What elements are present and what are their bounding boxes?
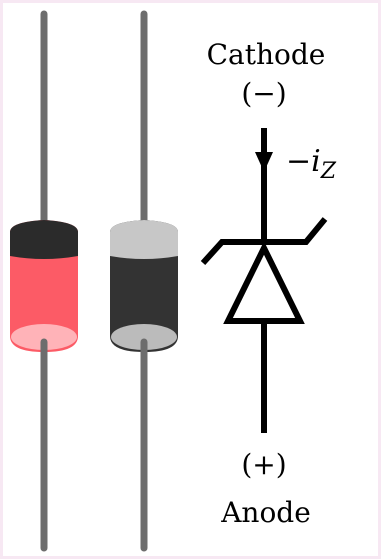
current-label: −iZ	[286, 144, 337, 184]
zener-schematic-symbol	[200, 128, 328, 433]
cathode-label: Cathode	[207, 38, 326, 71]
diode-triangle	[223, 241, 305, 324]
current-symbol: i	[311, 144, 321, 179]
current-prefix: −	[286, 144, 311, 179]
red-zener-diode	[10, 10, 78, 552]
red-diode-end-cap	[11, 324, 77, 350]
anode-label: Anode	[220, 496, 311, 529]
black-zener-diode	[110, 10, 178, 552]
red-diode-cathode-band	[10, 220, 78, 259]
anode-polarity: (+)	[241, 448, 286, 481]
current-arrow-head	[255, 152, 273, 172]
current-subscript: Z	[320, 159, 337, 184]
cathode-polarity: (−)	[241, 77, 286, 110]
black-diode-cathode-band	[110, 220, 178, 259]
black-diode-end-cap	[111, 324, 177, 350]
